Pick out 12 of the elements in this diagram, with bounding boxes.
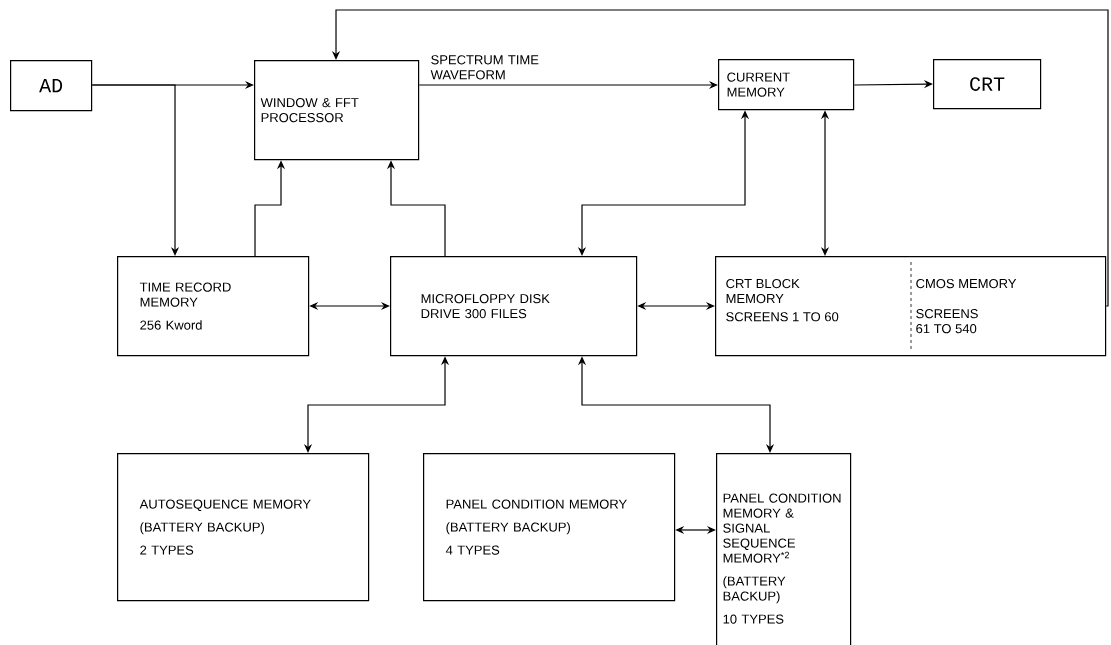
process-box: AUTOSEQUENCE MEMORY (BATTERY BACKUP) 2 TYPES xyxy=(117,453,370,602)
process-box: WINDOW & FFT PROCESSOR xyxy=(254,60,420,161)
arrow xyxy=(91,84,180,256)
process-box: PANEL CONDITION MEMORY (BATTERY BACKUP) 4 TYPES xyxy=(423,453,676,602)
process-box: TIME RECORD MEMORY 256 Kword xyxy=(117,256,310,357)
process-box: CRT BLOCK MEMORY SCREENS 1 TO 60 CMOS MEMORY SCREENS 61 TO 540 xyxy=(715,256,1107,357)
process-box: CURRENT MEMORY xyxy=(718,59,855,111)
edge-label: SPECTRUM TIME WAVEFORM xyxy=(428,53,551,82)
process-box: AD xyxy=(10,60,93,112)
process-box: CRT xyxy=(933,59,1042,110)
process-box: MICROFLOPPY DISK DRIVE 300 FILES xyxy=(390,256,638,357)
process-box: PANEL CONDITION MEMORY & SIGNAL SEQUENCE MEMORY$^{*2}$ (BATTERY BACKUP) 10 TYPES xyxy=(716,453,852,645)
